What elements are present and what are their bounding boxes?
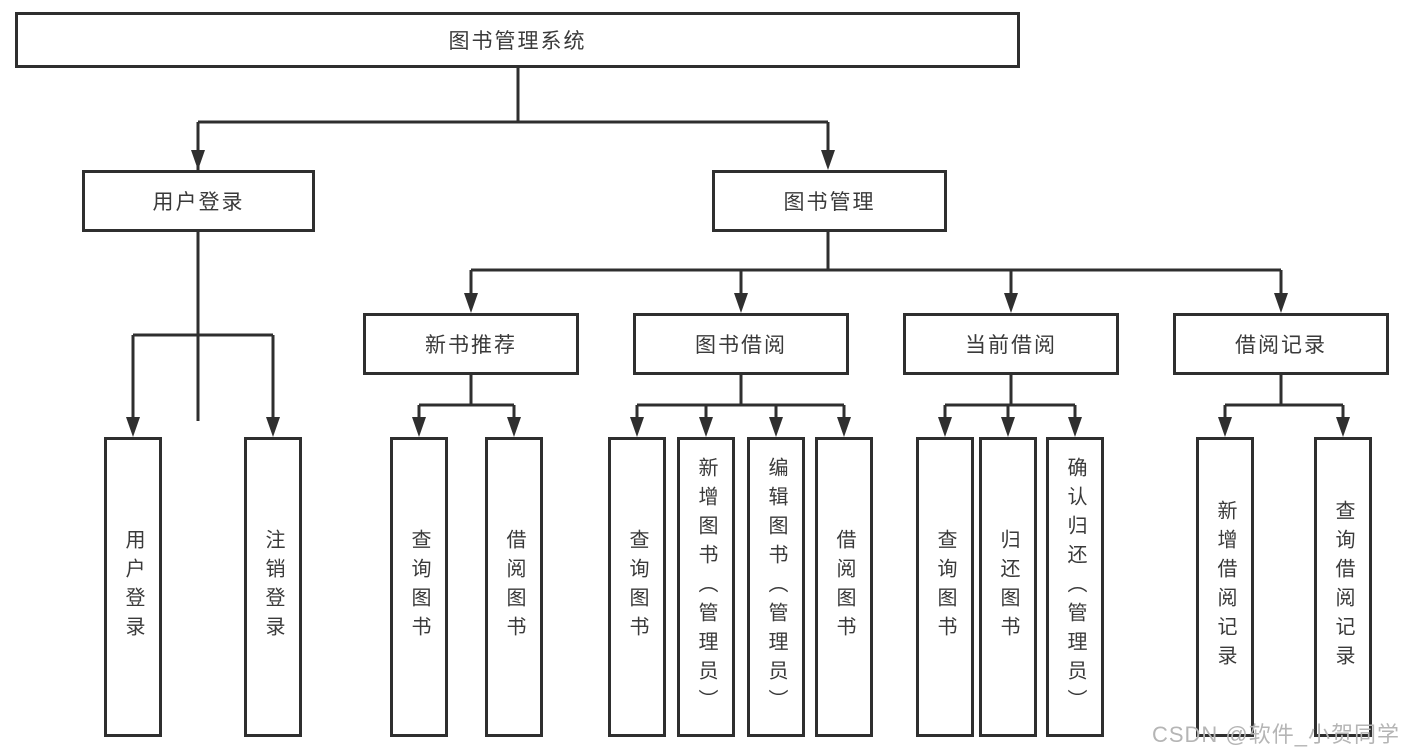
leaf-records-add-label: 新增借阅记录 [1214, 500, 1236, 674]
node-borrow-records-label: 借阅记录 [1235, 334, 1327, 357]
leaf-current-return-label: 归还图书 [997, 529, 1019, 645]
node-current-borrow-label: 当前借阅 [965, 334, 1057, 357]
node-book-borrow-label: 图书借阅 [695, 334, 787, 357]
leaf-user-login-label: 用户登录 [122, 529, 144, 645]
leaf-bookborrow-query-label: 查询图书 [626, 529, 648, 645]
leaf-current-confirm-label: 确认归还（管理员） [1064, 456, 1086, 718]
leaf-logout: 注销登录 [244, 437, 302, 737]
leaf-bookborrow-query: 查询图书 [608, 437, 666, 737]
leaf-records-add: 新增借阅记录 [1196, 437, 1254, 737]
arrowheads [126, 150, 1350, 437]
leaf-newbooks-borrow-label: 借阅图书 [503, 529, 525, 645]
node-current-borrow: 当前借阅 [903, 313, 1119, 375]
leaf-newbooks-query-label: 查询图书 [408, 529, 430, 645]
leaf-newbooks-query: 查询图书 [390, 437, 448, 737]
leaf-bookborrow-borrow: 借阅图书 [815, 437, 873, 737]
csdn-watermark: CSDN @软件_小贺同学 [1151, 722, 1400, 747]
node-book-management: 图书管理 [712, 170, 947, 232]
node-root: 图书管理系统 [15, 12, 1020, 68]
leaf-user-login: 用户登录 [104, 437, 162, 737]
leaf-newbooks-borrow: 借阅图书 [485, 437, 543, 737]
leaf-current-return: 归还图书 [979, 437, 1037, 737]
leaf-records-query: 查询借阅记录 [1314, 437, 1372, 737]
leaf-logout-label: 注销登录 [262, 529, 284, 645]
node-user-login: 用户登录 [82, 170, 315, 232]
node-user-login-label: 用户登录 [152, 191, 245, 214]
leaf-bookborrow-edit: 编辑图书（管理员） [747, 437, 805, 737]
leaf-records-query-label: 查询借阅记录 [1332, 500, 1354, 674]
node-new-books: 新书推荐 [363, 313, 579, 375]
node-root-label: 图书管理系统 [448, 30, 587, 53]
leaf-bookborrow-borrow-label: 借阅图书 [833, 529, 855, 645]
leaf-bookborrow-add-label: 新增图书（管理员） [695, 456, 717, 718]
node-book-borrow: 图书借阅 [633, 313, 849, 375]
node-borrow-records: 借阅记录 [1173, 313, 1389, 375]
node-new-books-label: 新书推荐 [425, 334, 517, 357]
node-book-management-label: 图书管理 [783, 191, 876, 214]
leaf-current-confirm: 确认归还（管理员） [1046, 437, 1104, 737]
leaf-bookborrow-edit-label: 编辑图书（管理员） [765, 456, 787, 718]
leaf-bookborrow-add: 新增图书（管理员） [677, 437, 735, 737]
leaf-current-query-label: 查询图书 [934, 529, 956, 645]
leaf-current-query: 查询图书 [916, 437, 974, 737]
